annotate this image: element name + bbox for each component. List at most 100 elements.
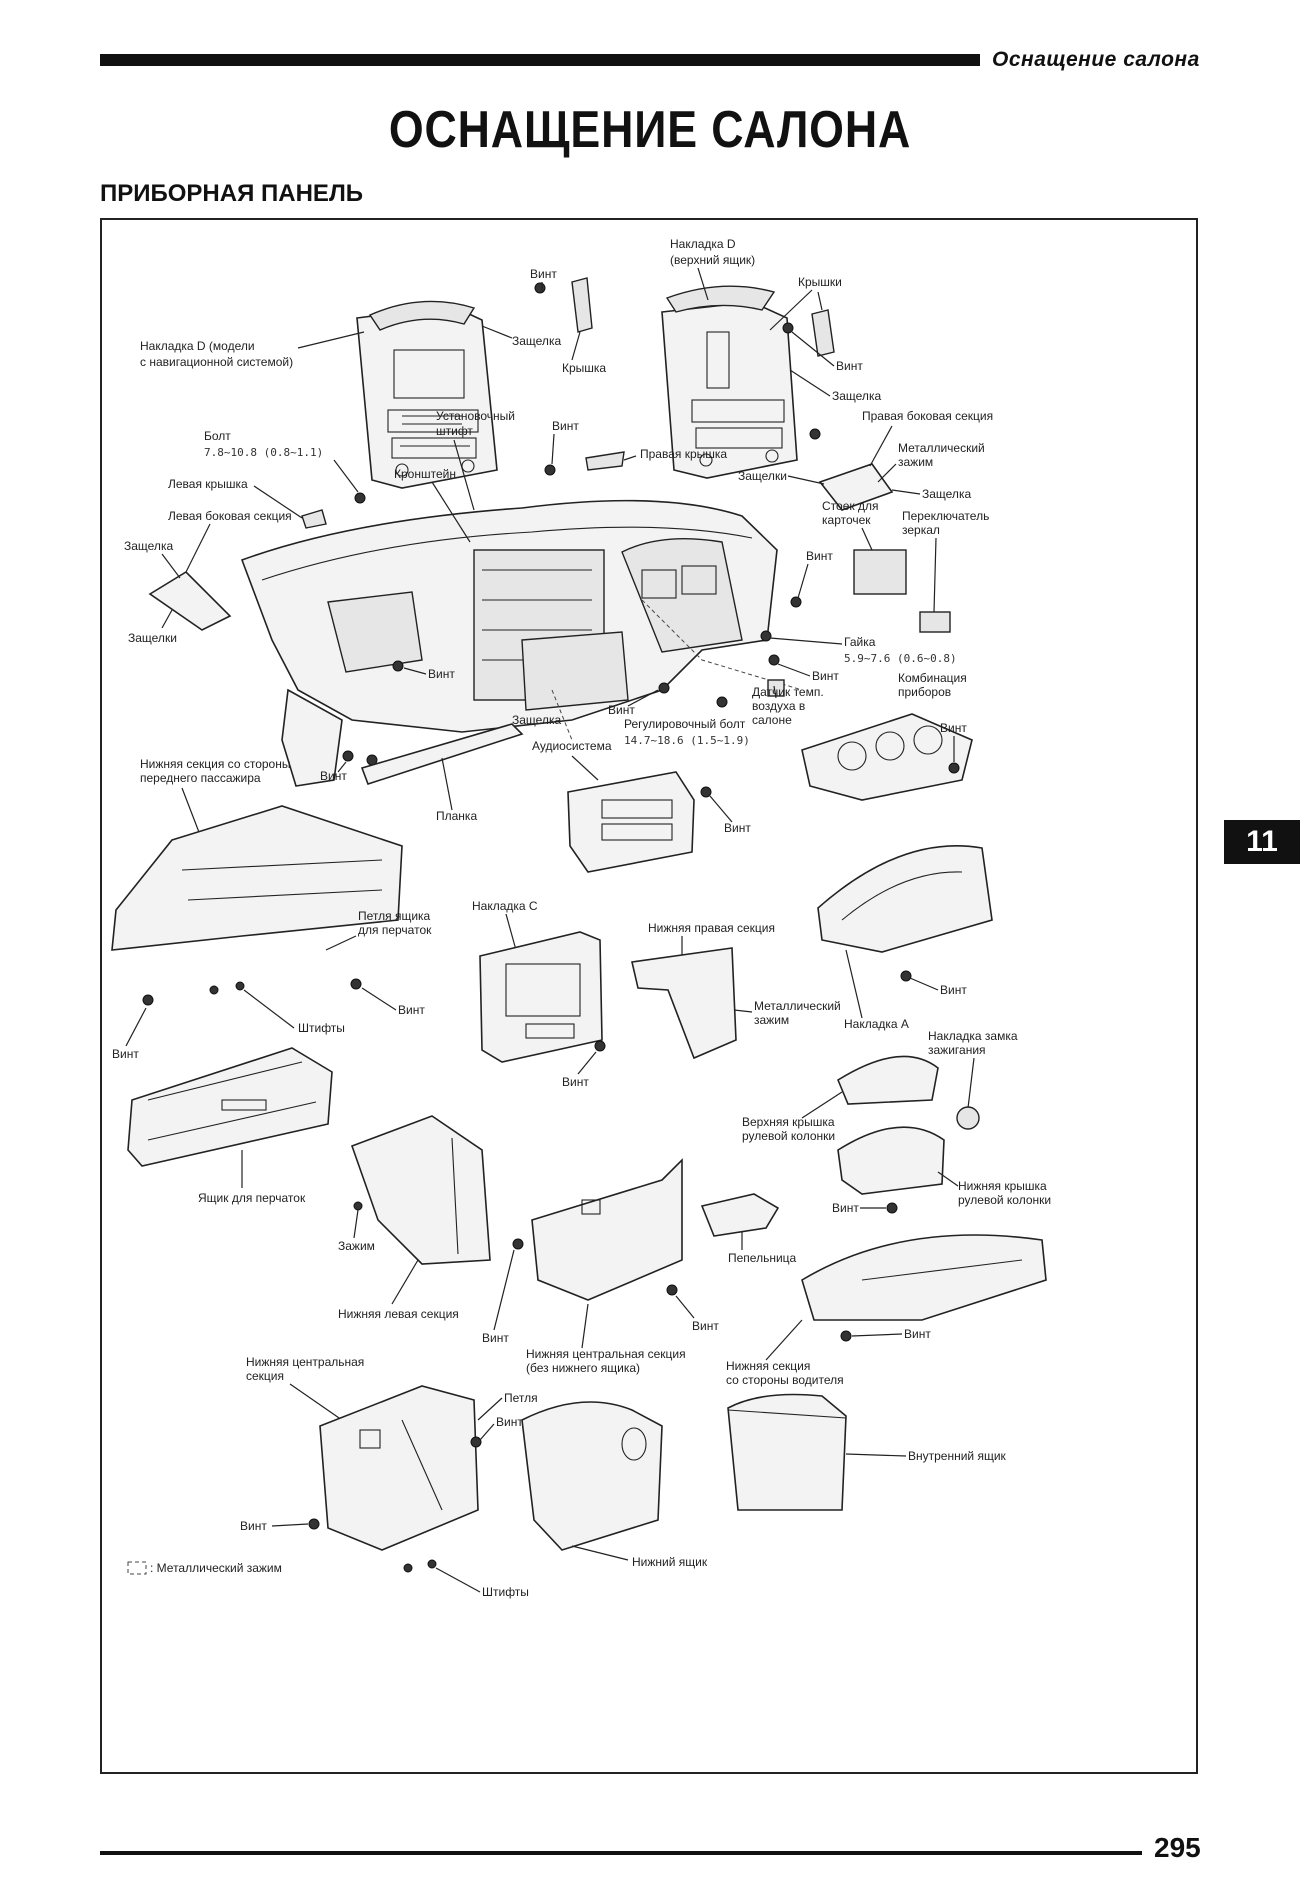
legend-text: : Металлический зажим: [150, 1561, 282, 1575]
lower-column-cover: [837, 1126, 945, 1195]
screw-icon: [666, 1284, 678, 1296]
label-ustanovochny-2: штифт: [436, 424, 473, 438]
label-levaya-bokovaya: Левая боковая секция: [168, 509, 292, 523]
ashtray: [700, 1193, 780, 1237]
label-zashchelka: Защелка: [832, 389, 881, 403]
label-zashchelka: Защелка: [512, 334, 561, 348]
screw-icon: [512, 1238, 524, 1250]
label-nakladka-zamka-1: Накладка замка: [928, 1029, 1018, 1043]
label-nizhnyaya-centralnaya-2: секция: [246, 1369, 284, 1383]
label-kryshka: Крышка: [562, 361, 606, 375]
screw-icon: [534, 282, 546, 294]
screw-icon: [840, 1330, 852, 1342]
label-zashchelka: Защелка: [124, 539, 173, 553]
torque-regulirovochny: 14.7~18.6 (1.5~1.9): [624, 734, 750, 747]
running-title: Оснащение салона: [992, 48, 1200, 71]
page-title: ОСНАЩЕНИЕ САЛОНА: [388, 101, 912, 159]
footer-rule: [100, 1851, 1142, 1855]
label-shtifty: Штифты: [482, 1585, 529, 1599]
inner-box-drawing: [727, 1393, 847, 1511]
cover-part: [811, 309, 835, 357]
screw-icon: [392, 660, 404, 672]
label-verkhnyaya-kryshka-1: Верхняя крышка: [742, 1115, 835, 1129]
label-stoek-2: карточек: [822, 513, 871, 527]
screw-icon: [900, 970, 912, 982]
label-datchik-1: Датчик темп.: [752, 685, 824, 699]
screw-icon: [782, 322, 794, 334]
center-lower-section-drawing: [319, 1385, 479, 1551]
label-datchik-3: салоне: [752, 713, 792, 727]
label-nizhnyaya-kryshka-2: рулевой колонки: [958, 1193, 1051, 1207]
label-vint: Винт: [608, 703, 635, 717]
screw-icon: [700, 786, 712, 798]
label-vint: Винт: [836, 359, 863, 373]
screw-icon: [760, 630, 772, 642]
label-pereklyuchatel-1: Переключатель: [902, 509, 989, 523]
label-vint: Винт: [940, 983, 967, 997]
screw-icon: [403, 1563, 413, 1573]
label-vint: Винт: [496, 1415, 523, 1429]
label-datchik-2: воздуха в: [752, 699, 805, 713]
label-pravaya-kryshka: Правая крышка: [640, 447, 727, 461]
label-zashchelki: Защелки: [738, 469, 787, 483]
label-pepelnica: Пепельница: [728, 1251, 797, 1265]
label-audiosistema: Аудиосистема: [532, 739, 612, 753]
card-holder: [853, 549, 907, 595]
label-vint: Винт: [482, 1331, 509, 1345]
screw-icon: [308, 1518, 320, 1530]
instrument-cluster-drawing: [801, 713, 973, 801]
screw-icon: [209, 985, 219, 995]
label-kombinaciya-2: приборов: [898, 685, 951, 699]
label-vnutrenny-yashchik: Внутренний ящик: [908, 1449, 1007, 1463]
exploded-diagram: Винт Защелка Крышка Накладка D (модели с…: [111, 237, 1051, 1599]
label-petlya-perchatok-1: Петля ящика: [358, 909, 431, 923]
right-lower-section: [631, 947, 737, 1060]
label-vint: Винт: [724, 821, 751, 835]
screw-icon: [886, 1202, 898, 1214]
label-nakladka-d-nav-1: Накладка D (модели: [140, 339, 255, 353]
label-vint: Винт: [240, 1519, 267, 1533]
audio-system-drawing: [567, 771, 695, 873]
console-nav-drawing: [356, 300, 498, 489]
label-nakladka-zamka-2: зажигания: [928, 1043, 986, 1057]
screw-icon: [768, 654, 780, 666]
screw-icon: [350, 978, 362, 990]
label-kryshki: Крышки: [798, 275, 842, 289]
label-nakladka-d-1: Накладка D: [670, 237, 736, 251]
lower-center-section-drawing: [531, 1158, 683, 1301]
label-nizhnyaya-pravaya: Нижняя правая секция: [648, 921, 775, 935]
lower-box-drawing: [521, 1401, 663, 1551]
label-vint: Винт: [552, 419, 579, 433]
chapter-tab: 11: [1224, 820, 1300, 864]
mirror-switch: [919, 611, 951, 633]
label-nizhnyaya-centralnaya-bez-2: (без нижнего ящика): [526, 1361, 640, 1375]
screw-icon: [809, 428, 821, 440]
label-petlya: Петля: [504, 1391, 538, 1405]
label-shtifty: Штифты: [298, 1021, 345, 1035]
screw-icon: [544, 464, 556, 476]
screw-icon: [427, 1559, 437, 1569]
label-nizhnyaya-voditel-2: со стороны водителя: [726, 1373, 844, 1387]
ignition-bezel: [956, 1106, 980, 1130]
label-gaika: Гайка: [844, 635, 876, 649]
left-lower-section-drawing: [350, 1115, 491, 1265]
trim-strip: [360, 723, 524, 785]
label-zashchelki: Защелки: [128, 631, 177, 645]
label-vint: Винт: [398, 1003, 425, 1017]
label-nizhnyaya-centralnaya-bez-1: Нижняя центральная секция: [526, 1347, 686, 1361]
torque-bolt: 7.8~10.8 (0.8~1.1): [204, 446, 323, 459]
label-ustanovochny-1: Установочный: [436, 409, 515, 423]
label-petlya-perchatok-2: для перчаток: [358, 923, 432, 937]
label-vint: Винт: [832, 1201, 859, 1215]
label-metall-zazhim-1: Металлический: [898, 441, 985, 455]
label-vint: Винт: [806, 549, 833, 563]
label-vint: Винт: [320, 769, 347, 783]
screw-icon: [354, 492, 366, 504]
label-nakladka-a: Накладка A: [844, 1017, 909, 1031]
label-bolt: Болт: [204, 429, 231, 443]
label-nizhnyaya-levaya: Нижняя левая секция: [338, 1307, 459, 1321]
screw-icon: [948, 762, 960, 774]
label-nakladka-c: Накладка C: [472, 899, 538, 913]
label-zazhim: Зажим: [338, 1239, 375, 1253]
label-regulirovochny: Регулировочный болт: [624, 717, 746, 731]
